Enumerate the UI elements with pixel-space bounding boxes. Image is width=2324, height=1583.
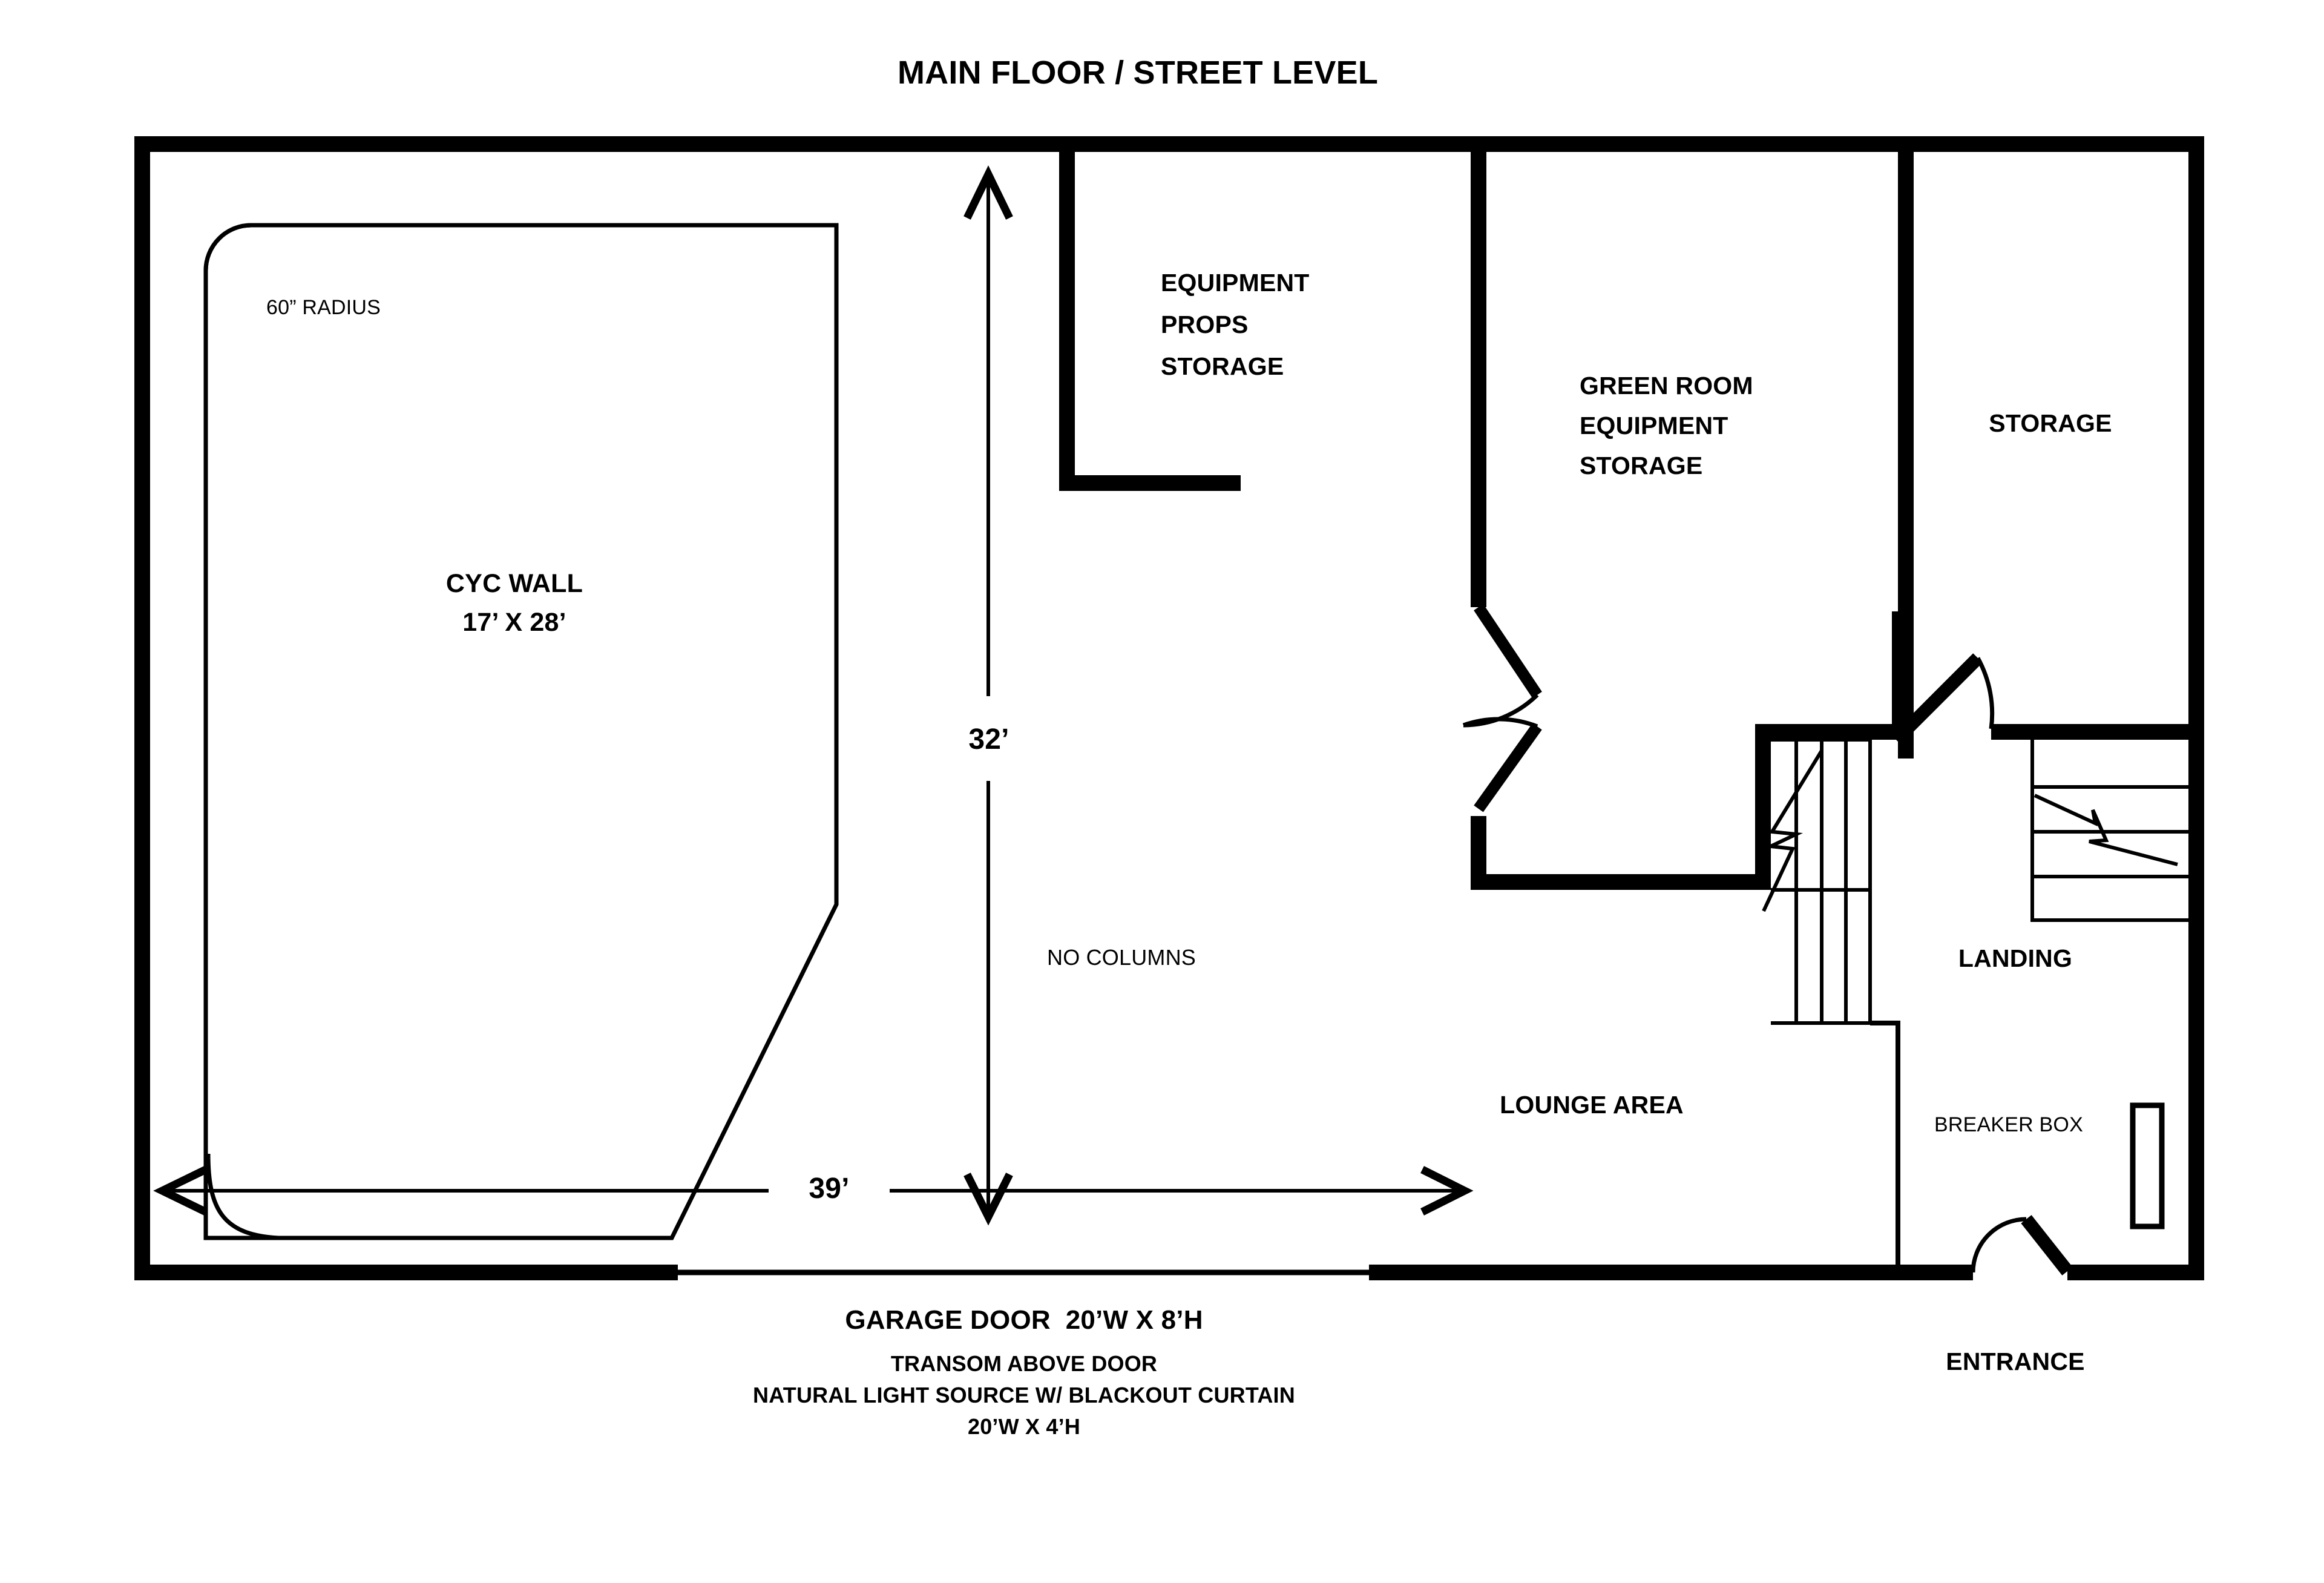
entrance-door-leaf bbox=[2021, 1215, 2073, 1275]
storage-room-label: STORAGE bbox=[1989, 409, 2112, 437]
equipment-storage-label-line3: STORAGE bbox=[1161, 352, 1284, 380]
stair-break-line-right bbox=[2034, 794, 2178, 866]
wall-equipment-storage-left bbox=[1059, 152, 1075, 491]
green-room-label-line3: STORAGE bbox=[1580, 452, 1703, 479]
entrance-door-swing-arc bbox=[1971, 1217, 2027, 1273]
equipment-storage-label-line2: PROPS bbox=[1161, 311, 1249, 338]
garage-door-label-line2: TRANSOM ABOVE DOOR bbox=[890, 1351, 1158, 1376]
width-dimension-label: 39’ bbox=[809, 1173, 850, 1205]
stair-run-right-outline bbox=[2030, 740, 2188, 922]
page-title: MAIN FLOOR / STREET LEVEL bbox=[897, 54, 1379, 91]
green-room-door-swing-lower bbox=[1462, 717, 1538, 729]
breaker-box-icon bbox=[2130, 1102, 2165, 1229]
stair-break-line-left bbox=[1762, 749, 1823, 912]
no-columns-note: NO COLUMNS bbox=[1047, 945, 1196, 970]
depth-dimension-label: 32’ bbox=[968, 723, 1009, 755]
landing-door-swing-arc bbox=[1975, 657, 1995, 729]
garage-door-label-line4: 20’W X 4’H bbox=[967, 1414, 1081, 1439]
green-room-door-leaf-upper bbox=[1474, 604, 1542, 699]
cyc-wall-dimensions: 17’ X 28’ bbox=[462, 608, 566, 637]
breaker-box-label: BREAKER BOX bbox=[1934, 1113, 2083, 1136]
garage-door-label-line1: GARAGE DOOR 20’W X 8’H bbox=[845, 1305, 1203, 1335]
garage-door-label-line3: NATURAL LIGHT SOURCE W/ BLACKOUT CURTAIN bbox=[753, 1383, 1295, 1407]
cyc-wall-cove-bottom bbox=[206, 1153, 279, 1240]
wall-green-room-left-upper bbox=[1471, 152, 1486, 607]
landing-floor-edge bbox=[1870, 1021, 1900, 1265]
landing-label: LANDING bbox=[1958, 944, 2073, 972]
wall-exterior-left bbox=[134, 136, 150, 1280]
wall-stair-enclosure-top bbox=[1755, 724, 1892, 740]
wall-exterior-bottom-left bbox=[134, 1265, 678, 1280]
dimension-arrow-left bbox=[153, 1166, 208, 1216]
dimension-arrow-bottom bbox=[963, 1173, 1013, 1226]
wall-landing-upper-left bbox=[1892, 611, 1908, 740]
wall-exterior-bottom-middle bbox=[1369, 1265, 1973, 1280]
green-room-door-leaf-lower bbox=[1474, 723, 1542, 812]
entrance-label: ENTRANCE bbox=[1946, 1348, 2085, 1375]
wall-green-room-bottom bbox=[1471, 874, 1755, 890]
cyc-wall-label: CYC WALL bbox=[445, 569, 583, 598]
wall-landing-top-right bbox=[1991, 724, 2204, 740]
green-room-label-line1: GREEN ROOM bbox=[1580, 372, 1753, 400]
dimension-arrow-top bbox=[963, 165, 1013, 220]
cyc-wall-radius-note: 60” RADIUS bbox=[266, 296, 381, 319]
green-room-label-line2: EQUIPMENT bbox=[1580, 412, 1728, 439]
cyc-wall-outline bbox=[203, 223, 839, 1240]
landing-door-leaf bbox=[1891, 653, 1983, 745]
cyc-wall-radius-corner bbox=[203, 223, 252, 1238]
dimension-arrow-right bbox=[1420, 1166, 1474, 1216]
wall-exterior-right bbox=[2188, 136, 2204, 1280]
wall-exterior-bottom-right bbox=[2067, 1265, 2204, 1280]
wall-equipment-storage-bottom bbox=[1059, 475, 1241, 491]
wall-exterior-top bbox=[134, 136, 2204, 152]
wall-stair-enclosure-left bbox=[1755, 724, 1771, 890]
equipment-storage-label-line1: EQUIPMENT bbox=[1161, 269, 1310, 297]
lounge-area-label: LOUNGE AREA bbox=[1500, 1091, 1684, 1119]
